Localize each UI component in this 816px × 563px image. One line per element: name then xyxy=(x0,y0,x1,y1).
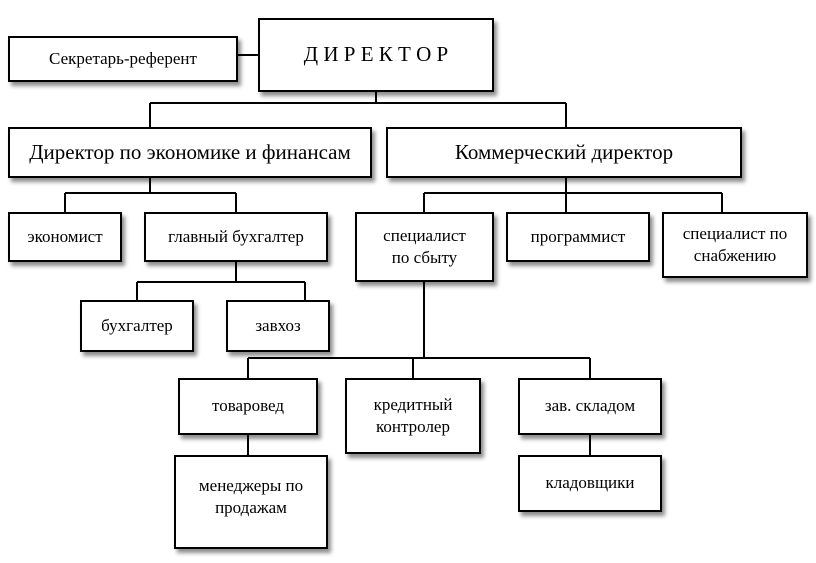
chief-accountant-box: главный бухгалтер xyxy=(144,212,328,262)
warehouse-head-label: зав. складом xyxy=(544,396,636,416)
secretary-box: Секретарь-референт xyxy=(8,36,238,82)
warehouse-head-box: зав. складом xyxy=(518,378,662,435)
merchandiser-box: товаровед xyxy=(178,378,318,435)
econ-director-box: Директор по экономике и финансам xyxy=(8,127,372,178)
commercial-director-box: Коммерческий директор xyxy=(386,127,742,178)
commercial-director-label: Коммерческий директор xyxy=(454,139,674,164)
procurement-specialist-label: специалист по снабжению xyxy=(682,223,788,265)
accountant-box: бухгалтер xyxy=(80,300,194,352)
secretary-label: Секретарь-референт xyxy=(49,48,197,68)
supply-manager-label: завхоз xyxy=(255,315,301,335)
sales-managers-box: менеджеры по продажам xyxy=(174,455,328,549)
programmer-box: программист xyxy=(506,212,650,262)
sales-specialist-box: специалист по сбыту xyxy=(355,212,494,282)
accountant-label: бухгалтер xyxy=(101,315,173,335)
director-box: Д И Р Е К Т О Р xyxy=(258,18,494,92)
chief-accountant-label: главный бухгалтер xyxy=(168,226,304,246)
sales-specialist-label: специалист по сбыту xyxy=(383,225,466,267)
procurement-specialist-box: специалист по снабжению xyxy=(662,212,808,278)
supply-manager-box: завхоз xyxy=(226,300,330,352)
merchandiser-label: товаровед xyxy=(212,396,284,416)
storekeepers-label: кладовщики xyxy=(545,473,635,493)
sales-managers-label: менеджеры по продажам xyxy=(198,476,304,518)
economist-box: экономист xyxy=(8,212,122,262)
storekeepers-box: кладовщики xyxy=(518,455,662,512)
director-label: Д И Р Е К Т О Р xyxy=(303,42,449,67)
econ-director-label: Директор по экономике и финансам xyxy=(29,139,351,164)
credit-controller-label: кредитный контролер xyxy=(373,394,453,436)
programmer-label: программист xyxy=(530,226,626,246)
credit-controller-box: кредитный контролер xyxy=(345,378,481,454)
economist-label: экономист xyxy=(27,226,103,246)
